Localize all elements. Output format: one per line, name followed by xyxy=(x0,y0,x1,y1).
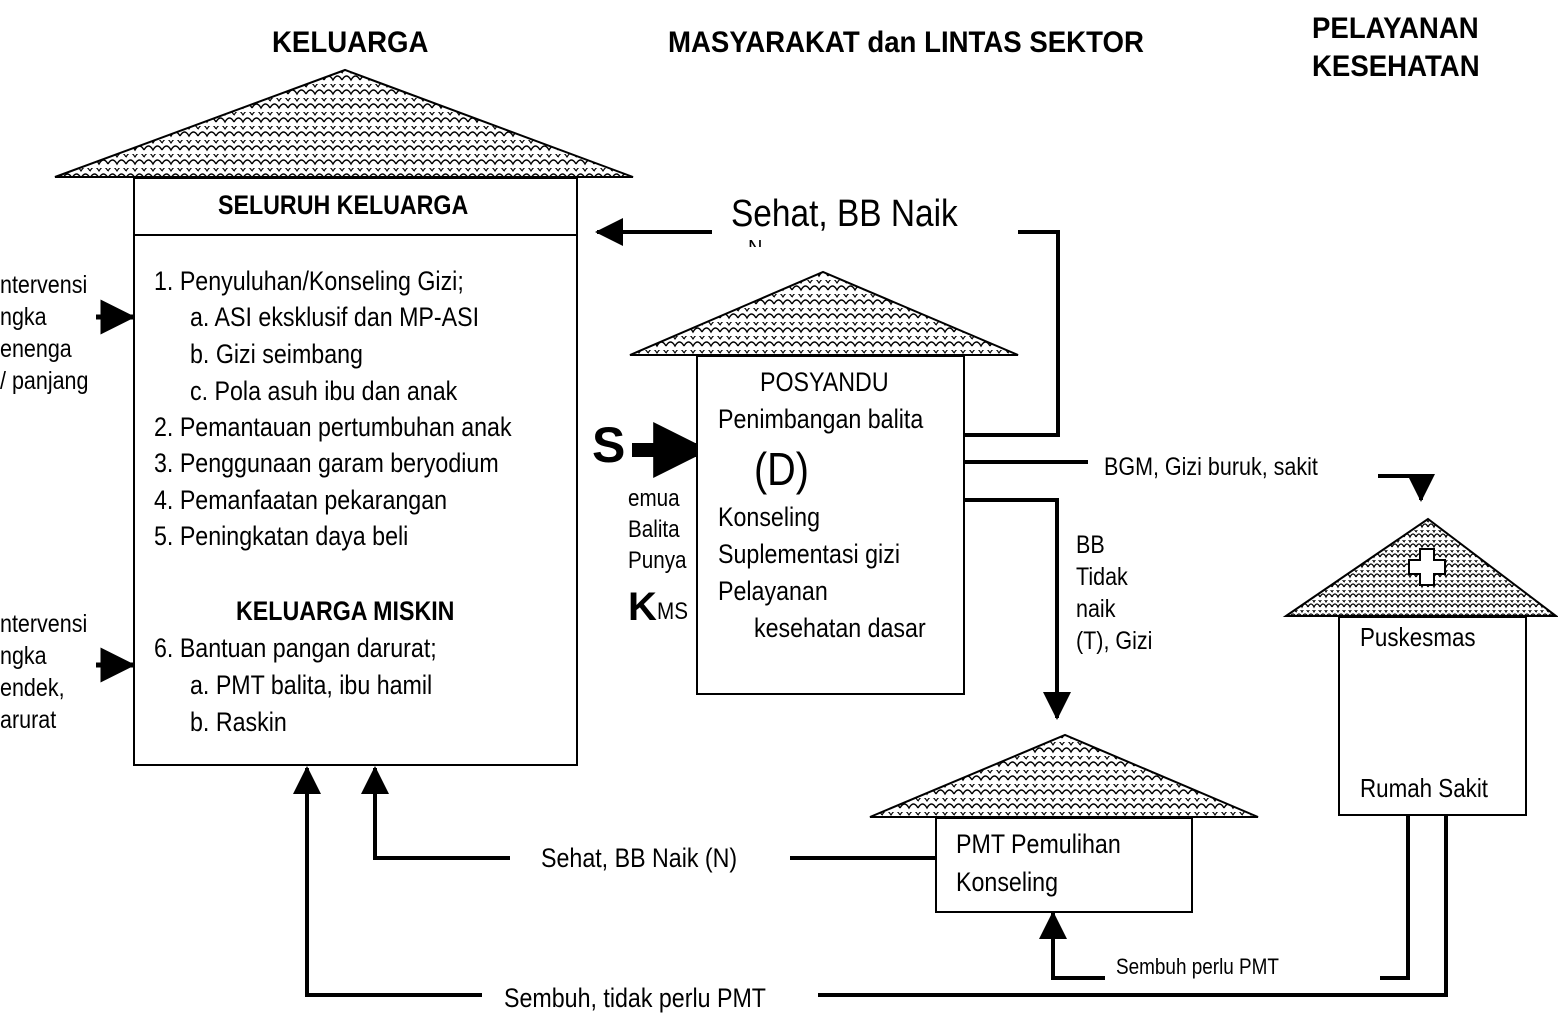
keluarga-item: 2. Pemantauan pertumbuhan anak xyxy=(154,412,512,442)
pmt-line: PMT Pemulihan xyxy=(956,829,1121,859)
posyandu-d-label: (D) xyxy=(754,443,809,495)
keluarga-roof-icon xyxy=(54,68,634,178)
keluarga-miskin-item: b. Raskin xyxy=(190,707,287,737)
bgm-flow-arrow xyxy=(965,460,1435,502)
keluarga-miskin-item: a. PMT balita, ibu hamil xyxy=(190,670,433,700)
keluarga-item: b. Gizi seimbang xyxy=(190,339,363,369)
sehat-top-flow-arrow xyxy=(595,218,1060,437)
posyandu-line: Konseling xyxy=(718,502,820,532)
sembuh-tidak-perlu-pmt-label: Sembuh, tidak perlu PMT xyxy=(504,983,766,1013)
keluarga-item: 4. Pemanfaatan pekarangan xyxy=(154,485,448,515)
keluarga-item: 3. Penggunaan garam beryodium xyxy=(154,448,499,478)
left-label-bottom: ngka xyxy=(0,642,47,670)
header-masyarakat: MASYARAKAT dan LINTAS SEKTOR xyxy=(668,26,1144,59)
posyandu-title: POSYANDU xyxy=(760,367,889,397)
bb-tidak-label: (T), Gizi xyxy=(1076,627,1153,655)
keluarga-miskin-title: KELUARGA MISKIN xyxy=(236,596,455,626)
posyandu-box xyxy=(696,355,965,695)
left-label-bottom: ntervensi xyxy=(0,610,88,638)
pmt-roof-icon xyxy=(869,733,1259,818)
pmt-line: Konseling xyxy=(956,867,1058,897)
posyandu-line: kesehatan dasar xyxy=(754,613,926,643)
sehat-top-tail-label: N xyxy=(748,238,762,247)
posyandu-line: Pelayanan xyxy=(718,576,828,606)
keluarga-item: 5. Peningkatan daya beli xyxy=(154,521,409,551)
bb-tidak-label: BB xyxy=(1076,531,1105,559)
bgm-label: BGM, Gizi buruk, sakit xyxy=(1104,453,1318,481)
sembuh-tidak-perlu-pmt-flow-arrow xyxy=(293,766,1448,997)
bb-tidak-label: Tidak xyxy=(1076,563,1128,591)
sembuh-perlu-pmt-label: Sembuh perlu PMT xyxy=(1116,954,1279,979)
keluarga-box xyxy=(133,177,578,766)
keluarga-item: c. Pola asuh ibu dan anak xyxy=(190,376,458,406)
semua-balita-s: S xyxy=(592,417,626,473)
left-label-top: ntervensi xyxy=(0,271,88,299)
keluarga-box-title: SELURUH KELUARGA xyxy=(218,190,469,220)
posyandu-roof-icon xyxy=(629,270,1019,356)
left-label-bottom: arurat xyxy=(0,706,57,734)
semua-balita-line: Balita xyxy=(628,516,680,543)
left-label-top: / panjang xyxy=(0,367,89,395)
left-label-bottom: endek, xyxy=(0,674,65,702)
keluarga-miskin-item: 6. Bantuan pangan darurat; xyxy=(154,633,437,663)
posyandu-line: Suplementasi gizi xyxy=(718,539,900,569)
bb-tidak-label: naik xyxy=(1076,595,1116,623)
header-pelayanan-line2: KESEHATAN xyxy=(1312,50,1480,83)
puskesmas-label: Puskesmas xyxy=(1360,622,1476,652)
sehat-top-label: Sehat, BB Naik xyxy=(731,193,958,235)
keluarga-box-divider xyxy=(135,234,576,236)
keluarga-item: 1. Penyuluhan/Konseling Gizi; xyxy=(154,266,464,296)
bb-tidak-naik-flow-arrow xyxy=(965,498,1071,720)
sehat-bottom-flow-arrow xyxy=(361,766,935,860)
left-label-top: enenga xyxy=(0,335,72,363)
puskesmas-box xyxy=(1338,616,1527,816)
semua-balita-line: emua xyxy=(628,485,680,512)
semua-balita-line: Punya xyxy=(628,547,687,574)
header-pelayanan-line1: PELAYANAN xyxy=(1312,12,1479,45)
sembuh-perlu-pmt-flow-arrow xyxy=(1039,815,1410,980)
header-keluarga: KELUARGA xyxy=(272,26,429,59)
pmt-box xyxy=(935,817,1193,913)
posyandu-line: Penimbangan balita xyxy=(718,404,924,434)
semua-balita-k: K xyxy=(628,585,657,629)
sehat-bottom-label: Sehat, BB Naik (N) xyxy=(541,843,738,873)
left-label-top: ngka xyxy=(0,303,47,331)
rumah-sakit-label: Rumah Sakit xyxy=(1360,773,1489,803)
keluarga-item: a. ASI eksklusif dan MP-ASI xyxy=(190,302,480,332)
medical-cross-icon xyxy=(1408,548,1446,586)
semua-balita-ms: MS xyxy=(657,598,688,625)
